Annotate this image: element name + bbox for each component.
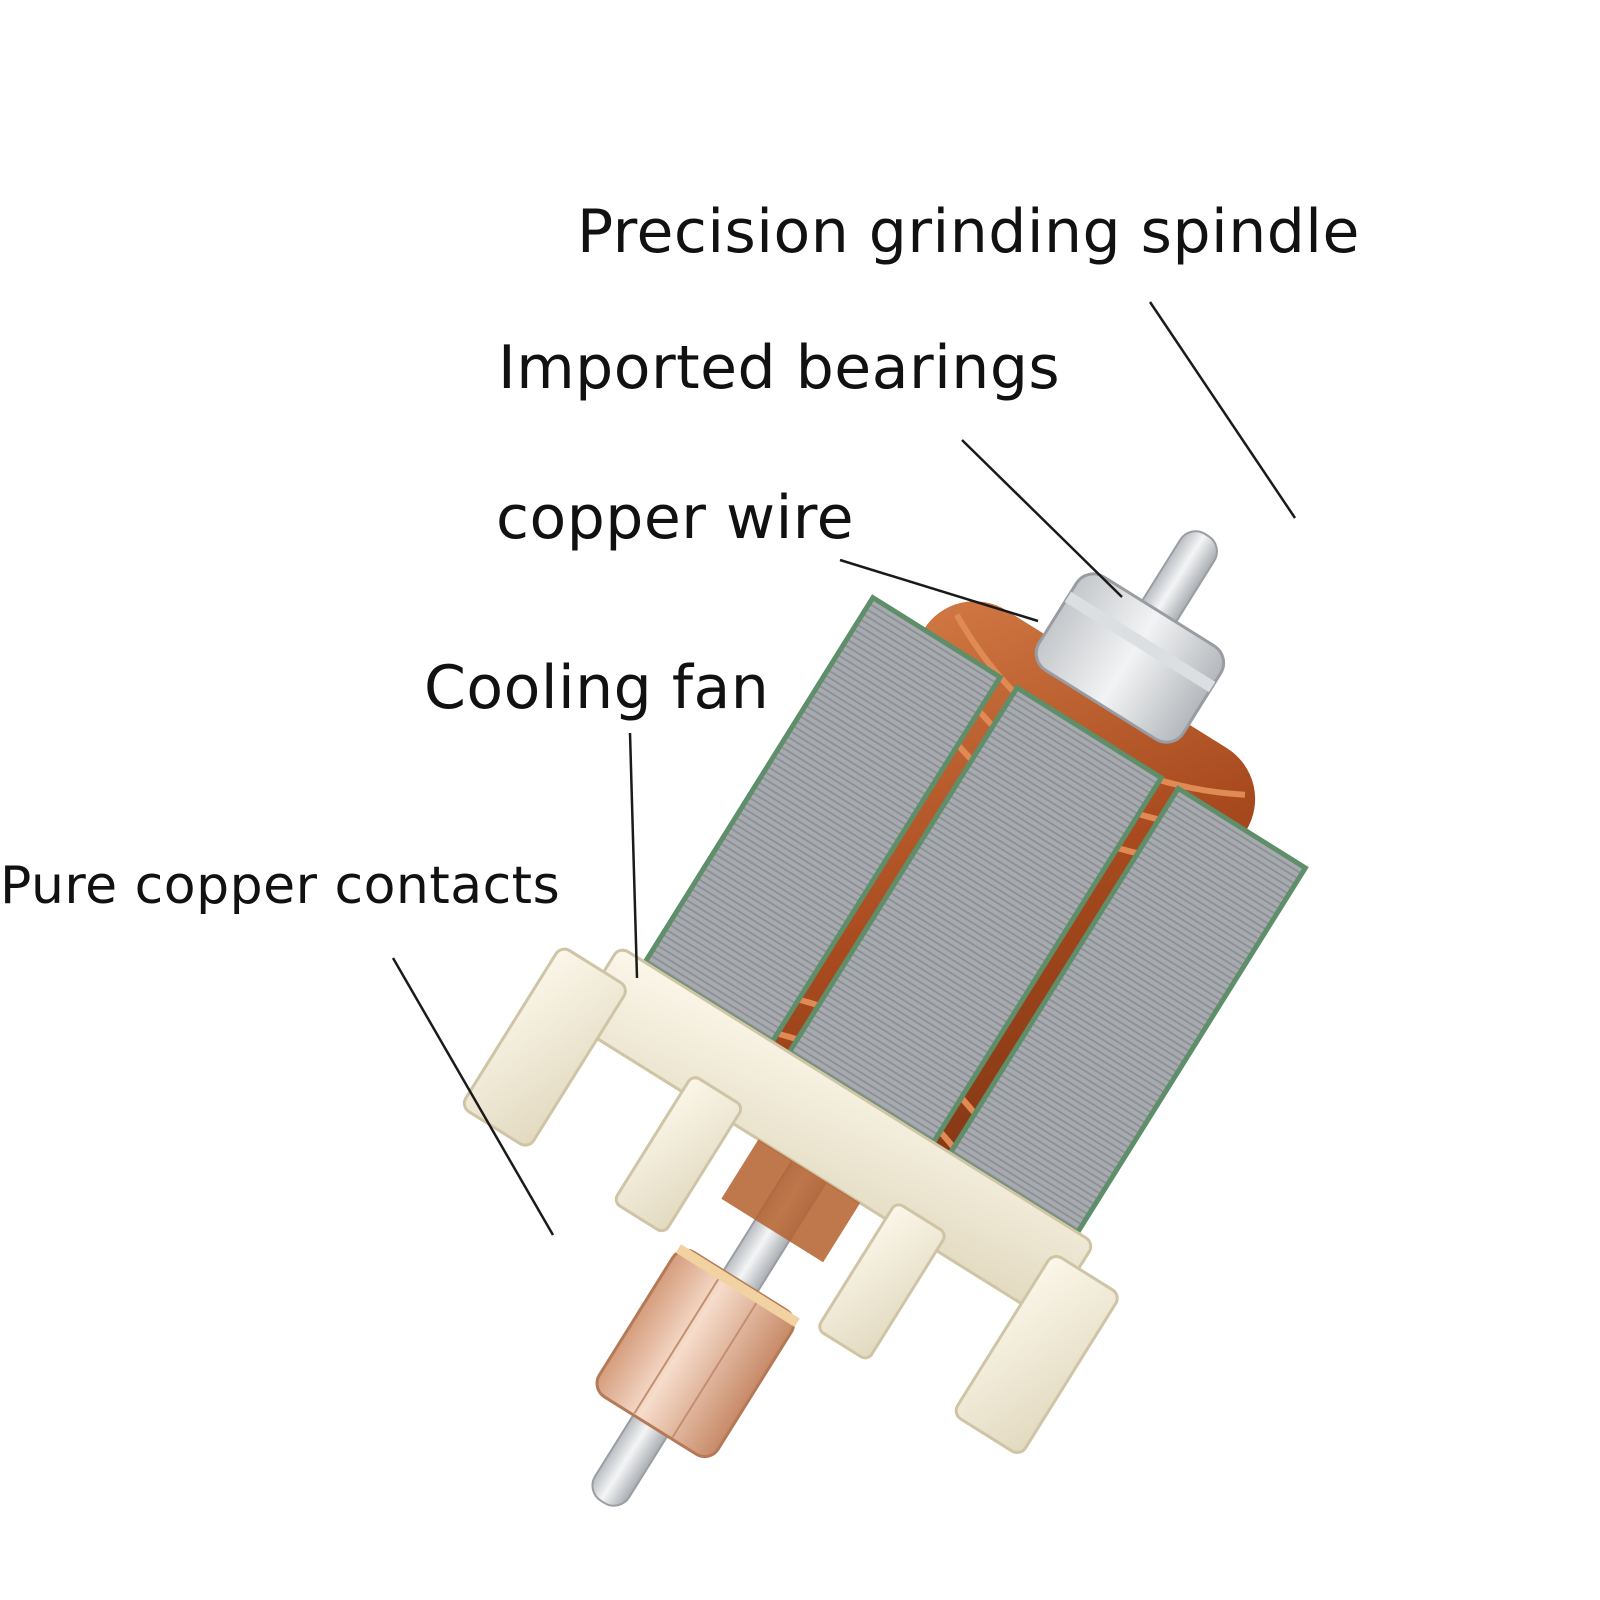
label-copper-wire: copper wire xyxy=(496,483,855,553)
front-bearing xyxy=(1034,572,1226,744)
leader-fan xyxy=(628,732,639,979)
leader-wire xyxy=(839,558,1039,623)
leader-spindle xyxy=(1148,301,1297,519)
label-precision-grinding-spindle: Precision grinding spindle xyxy=(577,197,1360,267)
label-imported-bearings: Imported bearings xyxy=(498,333,1061,403)
leader-lines xyxy=(391,301,1297,1236)
label-pure-copper-contacts: Pure copper contacts xyxy=(0,856,561,916)
laminated-core xyxy=(641,594,1309,1237)
leader-contacts xyxy=(391,957,555,1236)
cooling-fan xyxy=(462,947,1119,1454)
commutator xyxy=(595,1244,800,1459)
leader-bearings xyxy=(961,439,1123,598)
motor-group xyxy=(462,530,1309,1507)
label-cooling-fan: Cooling fan xyxy=(424,653,770,723)
